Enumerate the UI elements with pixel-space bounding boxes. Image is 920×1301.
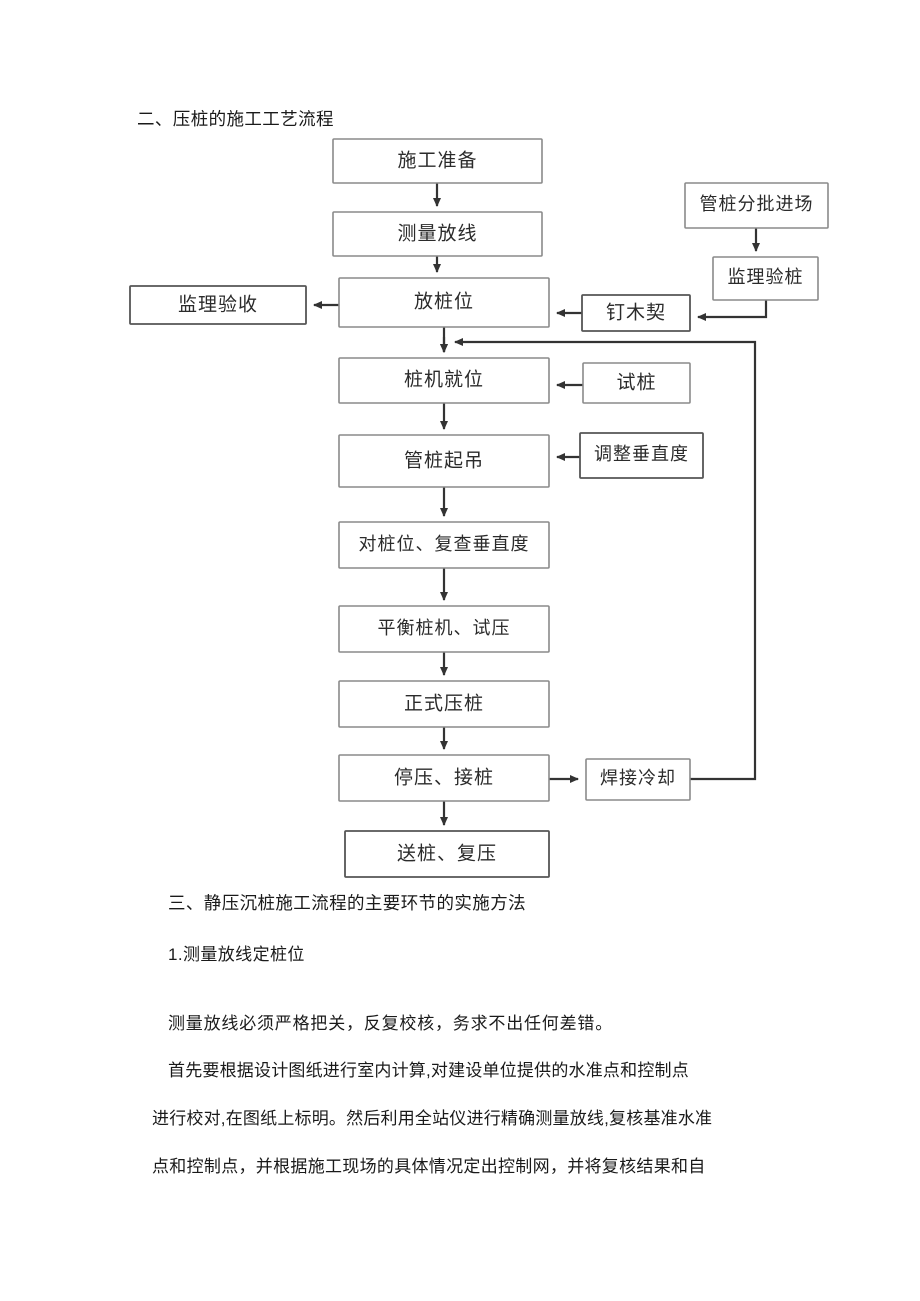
node-label-n4: 监理验收 — [178, 293, 258, 315]
subsection-title-measure: 1.测量放线定桩位 — [168, 945, 305, 964]
node-label-n13: 平衡桩机、试压 — [378, 618, 511, 638]
flowchart-node-n1[interactable]: 施工准备 — [332, 138, 543, 184]
process-flowchart: 施工准备 测量放线 放桩位 监理验收 管桩分批进场 监理验桩 — [129, 138, 829, 878]
body-text-line-1: 测量放线必须严格把关，反复校核，务求不出任何差错。 — [168, 1014, 613, 1033]
node-label-n3: 放桩位 — [414, 290, 474, 312]
page-title-section-three: 三、静压沉桩施工流程的主要环节的实施方法 — [168, 893, 526, 913]
flowchart-node-n9[interactable]: 试桩 — [582, 362, 691, 404]
flowchart-node-n5[interactable]: 管桩分批进场 — [684, 182, 829, 229]
node-label-n1: 施工准备 — [397, 149, 477, 171]
page-title-section-two: 二、压桩的施工工艺流程 — [137, 109, 334, 129]
flowchart-node-n16[interactable]: 焊接冷却 — [585, 758, 691, 801]
flowchart-node-n3[interactable]: 放桩位 — [338, 277, 550, 328]
node-label-n11: 调整垂直度 — [594, 444, 689, 464]
flowchart-node-n4[interactable]: 监理验收 — [129, 285, 307, 325]
flowchart-node-n2[interactable]: 测量放线 — [332, 211, 543, 257]
flowchart-node-n12[interactable]: 对桩位、复查垂直度 — [338, 521, 550, 569]
flowchart-node-n10[interactable]: 管桩起吊 — [338, 434, 550, 488]
flowchart-node-n15[interactable]: 停压、接桩 — [338, 754, 550, 802]
node-label-n12: 对桩位、复查垂直度 — [359, 534, 530, 554]
flowchart-node-n14[interactable]: 正式压桩 — [338, 680, 550, 728]
flowchart-node-n6[interactable]: 监理验桩 — [712, 256, 819, 301]
node-label-n6: 监理验桩 — [728, 267, 804, 287]
edge-n6-n7 — [697, 300, 768, 321]
flowchart-node-n11[interactable]: 调整垂直度 — [579, 432, 704, 479]
flowchart-node-n8[interactable]: 桩机就位 — [338, 357, 550, 404]
node-label-n16: 焊接冷却 — [600, 768, 676, 788]
node-label-n14: 正式压桩 — [404, 692, 484, 714]
edge-n16-n8-feedback — [454, 338, 757, 781]
node-label-n17: 送桩、复压 — [397, 842, 497, 864]
flowchart-svg: 施工准备 测量放线 放桩位 监理验收 管桩分批进场 监理验桩 — [129, 138, 829, 878]
body-text-line-4: 点和控制点，并根据施工现场的具体情况定出控制网，并将复核结果和自 — [152, 1157, 706, 1176]
node-label-n10: 管桩起吊 — [404, 449, 484, 471]
body-text-line-2: 首先要根据设计图纸进行室内计算,对建设单位提供的水准点和控制点 — [168, 1061, 689, 1080]
body-text-line-3: 进行校对,在图纸上标明。然后利用全站仪进行精确测量放线,复核基准水准 — [152, 1109, 713, 1128]
node-label-n2: 测量放线 — [397, 222, 477, 244]
node-label-n15: 停压、接桩 — [394, 766, 494, 788]
node-label-n7: 钉木契 — [606, 301, 666, 323]
node-label-n8: 桩机就位 — [404, 368, 484, 390]
flowchart-node-n7[interactable]: 钉木契 — [581, 294, 691, 332]
flowchart-node-n13[interactable]: 平衡桩机、试压 — [338, 605, 550, 653]
flowchart-node-n17[interactable]: 送桩、复压 — [344, 830, 550, 878]
flowchart-connectors — [313, 183, 768, 826]
node-label-n9: 试桩 — [616, 371, 656, 393]
node-label-n5: 管桩分批进场 — [700, 194, 814, 214]
